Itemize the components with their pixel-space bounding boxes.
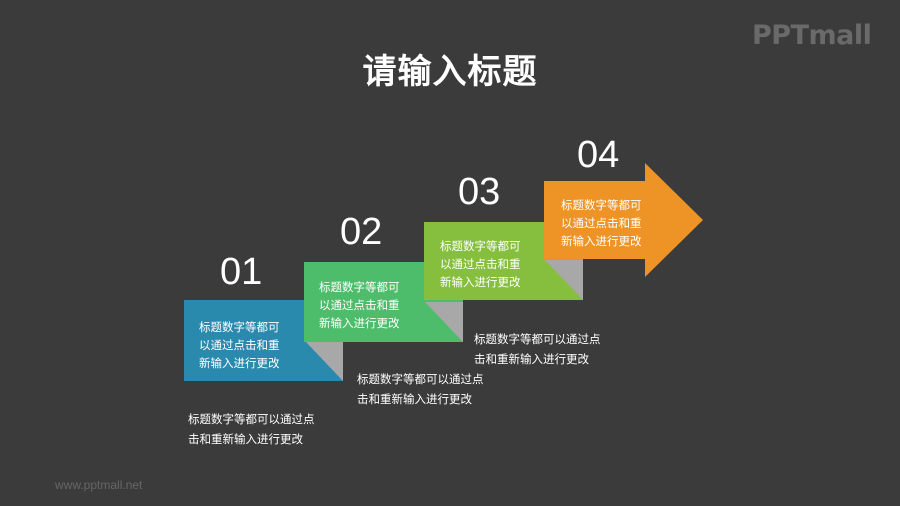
step-4-box-line-1: 标题数字等都可 [561, 198, 642, 212]
step-2-number[interactable]: 02 [340, 211, 383, 253]
step-3-caption[interactable]: 标题数字等都可以通过点 击和重新输入进行更改 [474, 329, 634, 369]
step-1-fold [305, 341, 343, 381]
step-4-box-line-2: 以通过点击和重 [561, 216, 642, 230]
step-1-box-line-1: 标题数字等都可 [199, 320, 280, 334]
step-4-arrow[interactable] [544, 163, 703, 277]
step-3-box-line-3: 新输入进行更改 [440, 275, 521, 289]
step-1-caption-line-1: 标题数字等都可以通过点 [188, 412, 315, 426]
step-1-number[interactable]: 01 [220, 251, 263, 293]
step-1-box-text[interactable]: 标题数字等都可 以通过点击和重 新输入进行更改 [199, 318, 309, 372]
step-2-box-line-3: 新输入进行更改 [319, 316, 400, 330]
step-3-number[interactable]: 03 [458, 171, 501, 213]
step-1-box-line-3: 新输入进行更改 [199, 356, 280, 370]
step-3-box-line-1: 标题数字等都可 [440, 239, 521, 253]
step-4-number[interactable]: 04 [577, 134, 620, 176]
step-3-box-text[interactable]: 标题数字等都可 以通过点击和重 新输入进行更改 [440, 237, 550, 291]
slide-title[interactable]: 请输入标题 [362, 52, 538, 92]
step-3-caption-line-1: 标题数字等都可以通过点 [474, 332, 601, 346]
step-3-caption-line-2: 击和重新输入进行更改 [474, 352, 589, 366]
step-1-caption[interactable]: 标题数字等都可以通过点 击和重新输入进行更改 [188, 409, 348, 449]
footer-url: www.pptmall.net [55, 478, 143, 492]
step-3-box-line-2: 以通过点击和重 [440, 257, 521, 271]
step-1-box-line-2: 以通过点击和重 [199, 338, 280, 352]
step-2-caption-line-2: 击和重新输入进行更改 [357, 392, 472, 406]
step-2-box-line-2: 以通过点击和重 [319, 298, 400, 312]
step-4-box-text[interactable]: 标题数字等都可 以通过点击和重 新输入进行更改 [561, 196, 671, 250]
step-2-caption-line-1: 标题数字等都可以通过点 [357, 372, 484, 386]
step-2-caption[interactable]: 标题数字等都可以通过点 击和重新输入进行更改 [357, 369, 517, 409]
step-4-box-line-3: 新输入进行更改 [561, 234, 642, 248]
pptmall-logo: PPTmall [752, 20, 872, 51]
step-3-fold [545, 260, 583, 300]
step-2-box-text[interactable]: 标题数字等都可 以通过点击和重 新输入进行更改 [319, 278, 429, 332]
step-2-box-line-1: 标题数字等都可 [319, 280, 400, 294]
step-2-fold [425, 302, 463, 342]
step-1-caption-line-2: 击和重新输入进行更改 [188, 432, 303, 446]
